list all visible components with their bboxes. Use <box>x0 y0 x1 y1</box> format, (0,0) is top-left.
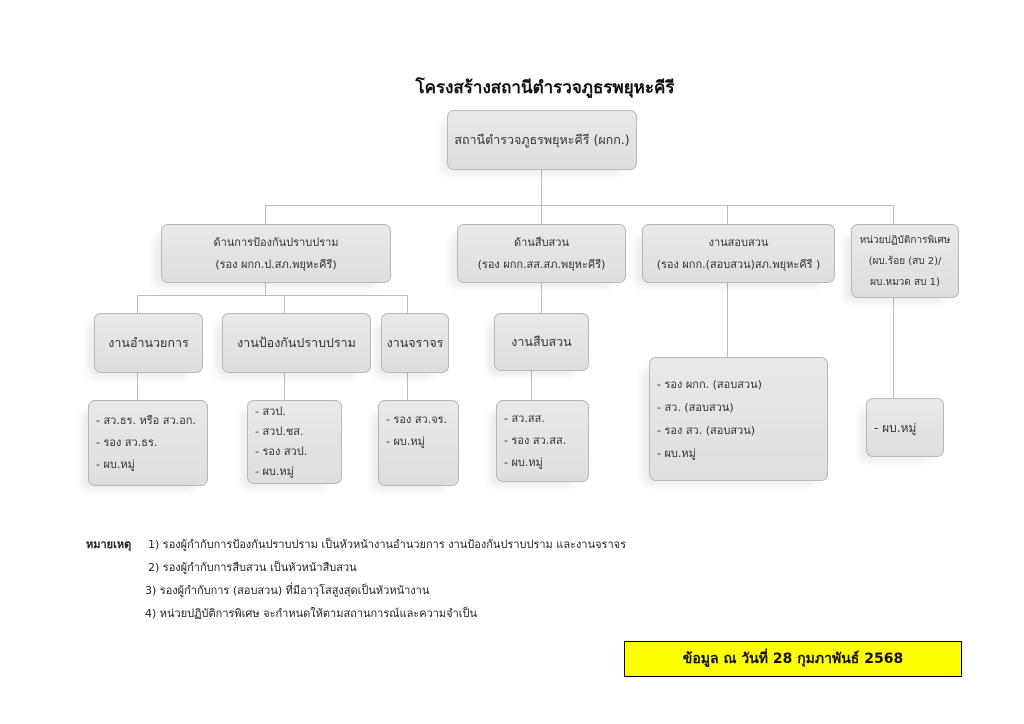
node-label: งานป้องกันปราบปราม <box>237 335 356 350</box>
staff-item: - สว. (สอบสวน) <box>657 401 734 414</box>
note-item: 2) รองผู้กำกับการสืบสวน เป็นหัวหน้าสืบสว… <box>148 561 357 574</box>
staff-item: - ผบ.หมู่ <box>504 456 543 469</box>
staff-administration: - สว.ธร. หรือ สว.อก. - รอง สว.ธร. - ผบ.ห… <box>88 400 208 486</box>
connector <box>893 298 894 398</box>
connector <box>265 205 894 206</box>
connector <box>541 283 542 313</box>
node-investigation-division: ด้านสืบสวน (รอง ผกก.สส.สภ.พยุหะคีรี) <box>457 224 626 283</box>
staff-item: - ผบ.หมู่ <box>255 465 294 478</box>
node-sublabel: (รอง ผกก.ป.สภ.พยุหะคีรี) <box>215 257 337 271</box>
node-label: หน่วยปฏิบัติการพิเศษ <box>859 234 951 246</box>
staff-item: - สว.สส. <box>504 412 545 425</box>
node-label: งานสืบสวน <box>511 334 572 349</box>
notes-label: หมายเหตุ <box>86 538 132 551</box>
staff-item: - รอง ผกก. (สอบสวน) <box>657 378 762 391</box>
note-item: 4) หน่วยปฏิบัติการพิเศษ จะกำหนดให้ตามสถา… <box>145 607 478 620</box>
staff-investigation: - สว.สส. - รอง สว.สส. - ผบ.หมู่ <box>496 400 589 482</box>
date-note-text: ข้อมูล ณ วันที่ 28 กุมภาพันธ์ 2568 <box>682 651 904 667</box>
note-item: 1) รองผู้กำกับการป้องกันปราบปราม เป็นหัว… <box>148 538 626 551</box>
connector <box>265 283 266 295</box>
node-label: งานสอบสวน <box>708 235 769 249</box>
staff-item: - สว.ธร. หรือ สว.อก. <box>96 414 196 427</box>
staff-item: - ผบ.หมู่ <box>96 458 135 471</box>
note-item: 3) รองผู้กำกับการ (สอบสวน) ที่มีอาวุโสสู… <box>145 584 430 597</box>
staff-traffic: - รอง สว.จร. - ผบ.หมู่ <box>378 400 459 486</box>
connector <box>541 205 542 224</box>
connector <box>137 373 138 400</box>
node-sublabel: ผบ.หมวด สบ 1) <box>870 276 940 288</box>
staff-item: - สวป. <box>255 405 286 418</box>
staff-inquiry: - รอง ผกก. (สอบสวน) - สว. (สอบสวน) - รอง… <box>649 357 828 481</box>
connector <box>137 295 138 313</box>
connector <box>265 205 266 224</box>
node-label: งานอำนวยการ <box>108 335 189 350</box>
staff-item: - สวป.ชส. <box>255 425 304 438</box>
node-label: ด้านการป้องกันปราบปราม <box>213 235 339 249</box>
node-sublabel: (ผบ.ร้อย (สบ 2)/ <box>868 255 942 267</box>
staff-special-ops: - ผบ.หมู่ <box>866 398 944 457</box>
staff-item: - ผบ.หมู่ <box>386 435 425 448</box>
chart-title: โครงสร้างสถานีตำรวจภูธรพยุหะคีรี <box>415 78 675 98</box>
staff-item: - รอง สว. (สอบสวน) <box>657 424 756 437</box>
staff-item: - รอง สว.ธร. <box>96 436 158 449</box>
root-label: สถานีตำรวจภูธรพยุหะคีรี (ผกก.) <box>454 132 630 147</box>
root-node: สถานีตำรวจภูธรพยุหะคีรี (ผกก.) <box>447 110 637 170</box>
staff-item: - รอง สว.จร. <box>386 413 448 426</box>
staff-item: - รอง สวป. <box>255 445 308 458</box>
node-crime-prevention: งานป้องกันปราบปราม <box>222 313 371 373</box>
connector <box>407 295 408 313</box>
node-special-ops: หน่วยปฏิบัติการพิเศษ (ผบ.ร้อย (สบ 2)/ ผบ… <box>851 224 959 298</box>
connector <box>893 205 894 224</box>
node-prevention-division: ด้านการป้องกันปราบปราม (รอง ผกก.ป.สภ.พยุ… <box>161 224 391 283</box>
connector <box>541 170 542 205</box>
connector <box>284 295 285 313</box>
connector <box>531 371 532 400</box>
connector <box>727 283 728 357</box>
node-label: งานจราจร <box>386 335 444 350</box>
connector <box>137 295 408 296</box>
staff-item: - ผบ.หมู่ <box>874 420 917 435</box>
staff-crime-prevention: - สวป. - สวป.ชส. - รอง สวป. - ผบ.หมู่ <box>247 400 342 484</box>
node-inquiry-work: งานสอบสวน (รอง ผกก.(สอบสวน)สภ.พยุหะคีรี … <box>642 224 835 283</box>
node-sublabel: (รอง ผกก.สส.สภ.พยุหะคีรี) <box>477 257 606 271</box>
node-administration: งานอำนวยการ <box>94 313 203 373</box>
staff-item: - ผบ.หมู่ <box>657 447 696 460</box>
connector <box>727 205 728 224</box>
node-sublabel: (รอง ผกก.(สอบสวน)สภ.พยุหะคีรี ) <box>656 257 821 271</box>
staff-item: - รอง สว.สส. <box>504 434 567 447</box>
connector <box>407 373 408 400</box>
node-label: ด้านสืบสวน <box>514 235 569 249</box>
node-investigation: งานสืบสวน <box>494 313 589 371</box>
connector <box>284 373 285 400</box>
date-note: ข้อมูล ณ วันที่ 28 กุมภาพันธ์ 2568 <box>624 641 962 677</box>
node-traffic: งานจราจร <box>381 313 449 373</box>
